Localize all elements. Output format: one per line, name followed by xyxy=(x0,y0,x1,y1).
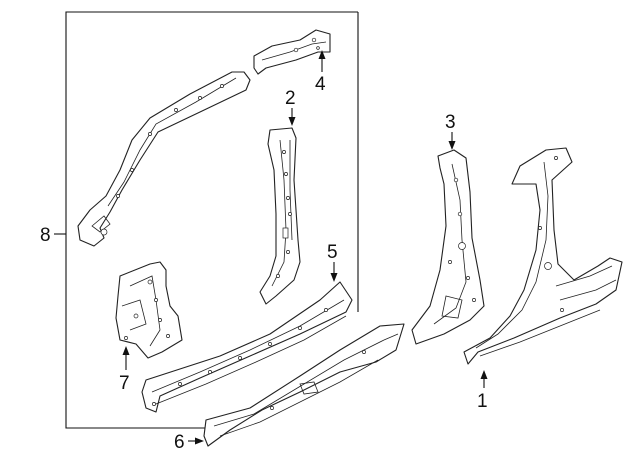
callout-5: 5 xyxy=(327,242,338,263)
callout-4: 4 xyxy=(315,74,326,95)
part-7-hinge-pillar-reinforcement xyxy=(115,261,183,359)
callout-6: 6 xyxy=(174,432,185,453)
assembly-group-frame xyxy=(65,11,358,429)
callout-3: 3 xyxy=(445,112,456,133)
part-6-rocker-outer xyxy=(203,323,405,447)
part-1-body-side-outer xyxy=(463,147,623,365)
part-5-rocker-inner xyxy=(141,281,353,413)
roof-rail-inner-part xyxy=(77,71,251,247)
callout-8: 8 xyxy=(40,225,51,246)
callout-2: 2 xyxy=(285,88,296,109)
callout-1: 1 xyxy=(477,391,488,412)
callout-7: 7 xyxy=(119,373,130,394)
part-2-b-pillar-inner xyxy=(259,127,301,305)
part-4-reinforcement xyxy=(253,29,331,75)
part-3-front-pillar-inner xyxy=(411,149,485,345)
